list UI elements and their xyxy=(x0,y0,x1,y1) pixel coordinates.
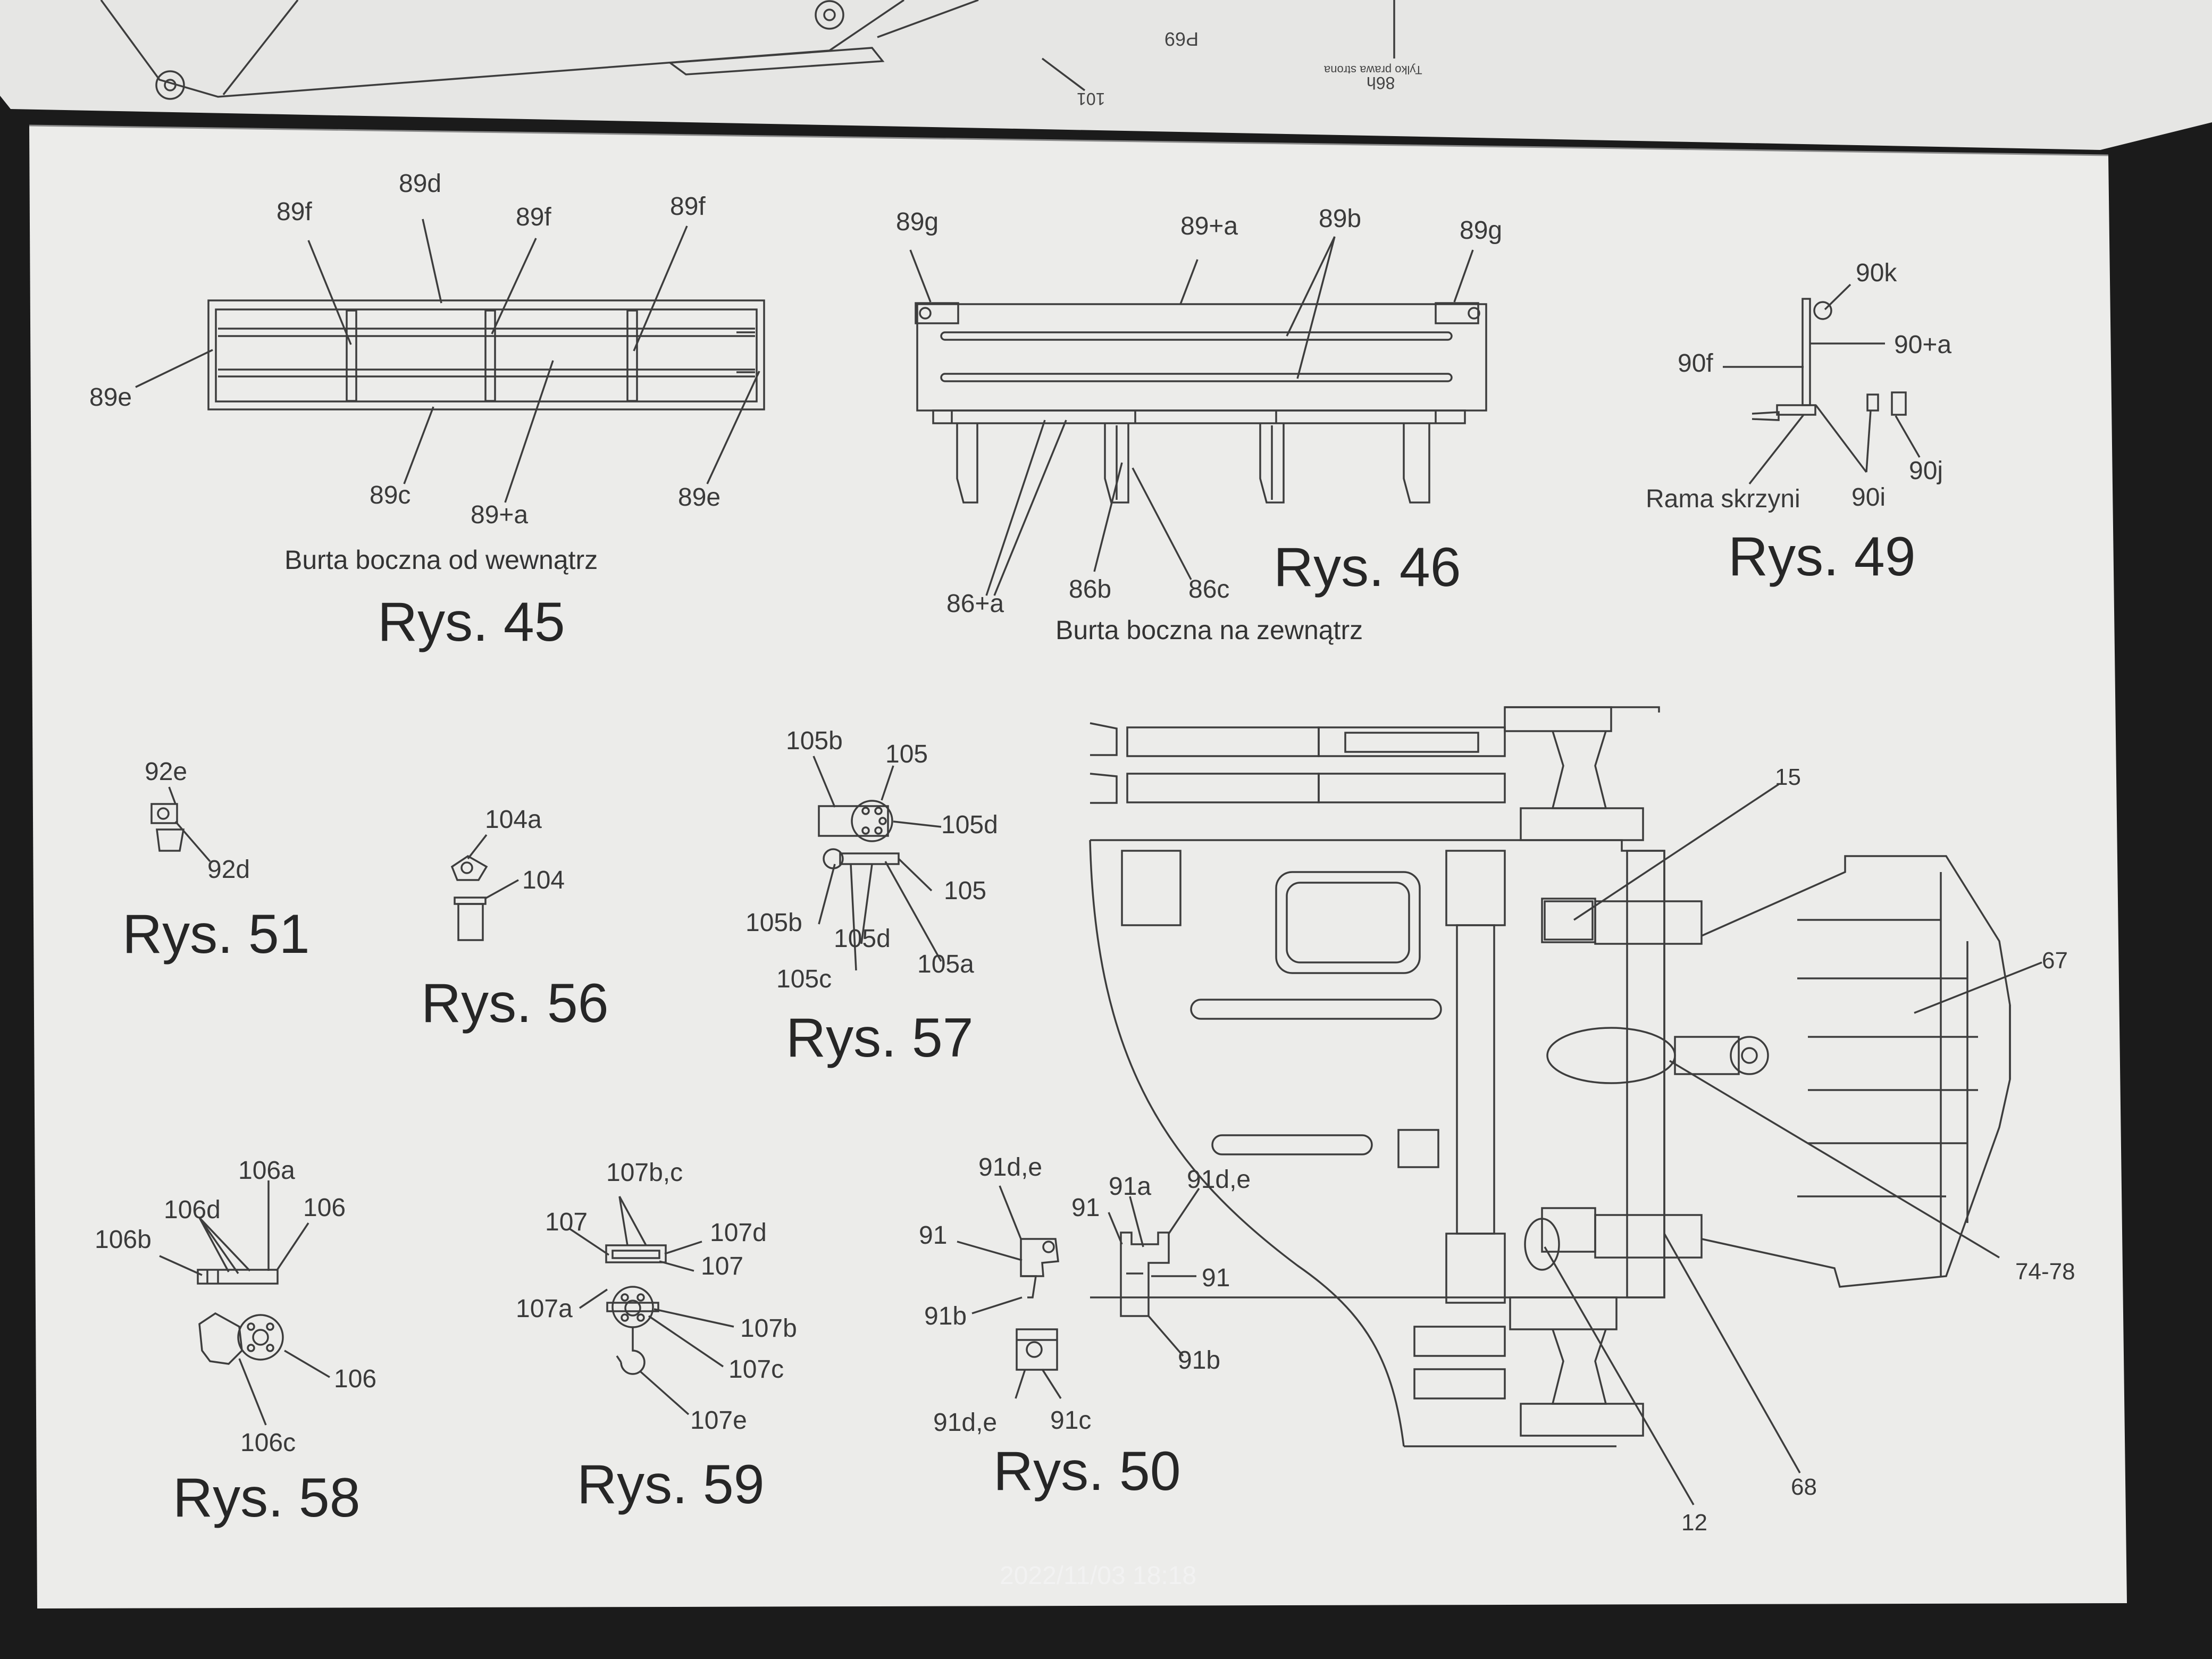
rys49-label-90j: 90j xyxy=(1909,457,1943,485)
rys50-label-91de-2: 91d,e xyxy=(1187,1166,1251,1194)
rys58-label-106c: 106c xyxy=(240,1429,296,1457)
chassis-label-68: 68 xyxy=(1791,1474,1817,1500)
rys46-label-89a: 89+a xyxy=(1180,212,1238,240)
rys51-drawing xyxy=(150,786,211,862)
rys50-label-91-1: 91 xyxy=(1071,1194,1100,1222)
rys45-label-89e-1: 89e xyxy=(89,383,132,412)
rys50-label-91de-3: 91d,e xyxy=(933,1409,998,1437)
rys58-label-106b: 106b xyxy=(95,1226,152,1254)
rys59-label-107a: 107a xyxy=(516,1295,573,1323)
rys59-label-107b: 107b xyxy=(740,1314,797,1343)
rys45-title: Rys. 45 xyxy=(378,591,565,653)
rys56-label-104a: 104a xyxy=(485,806,542,834)
rys45-label-89f-1: 89f xyxy=(276,198,312,226)
chassis-label-15: 15 xyxy=(1775,764,1801,790)
rys45-label-89d: 89d xyxy=(399,170,442,198)
rys45-caption: Burta boczna od wewnątrz xyxy=(284,545,598,575)
chassis-label-12: 12 xyxy=(1681,1510,1707,1536)
rys57-label-105b-2: 105b xyxy=(745,909,802,937)
rys49-label-90a: 90+a xyxy=(1894,331,1952,359)
rys50-label-91b-2: 91b xyxy=(1178,1346,1221,1375)
rys49-title: Rys. 49 xyxy=(1728,526,1916,588)
rys58-title: Rys. 58 xyxy=(173,1467,361,1529)
rys59-label-107c: 107c xyxy=(728,1355,784,1384)
rys49-label-90f: 90f xyxy=(1678,349,1713,378)
top-page-drawing xyxy=(100,0,1395,100)
main-page xyxy=(29,125,2127,1608)
rys50-label-91de-1: 91d,e xyxy=(978,1153,1043,1182)
rys59-label-107e: 107e xyxy=(690,1406,747,1435)
rys56-title: Rys. 56 xyxy=(421,973,609,1034)
rys46-drawing xyxy=(909,236,1487,596)
top-label-note: Tylko prawa strona xyxy=(1324,63,1422,77)
rys59-label-107-1: 107 xyxy=(545,1208,588,1236)
rys59-title: Rys. 59 xyxy=(577,1454,765,1515)
top-label-86h: 86h xyxy=(1367,73,1395,93)
rys59-label-107bc: 107b,c xyxy=(606,1159,683,1187)
rys51-title: Rys. 51 xyxy=(122,903,310,965)
rys50-label-91c: 91c xyxy=(1050,1406,1092,1435)
rys58-label-106a: 106a xyxy=(238,1157,295,1185)
rys57-label-105a: 105a xyxy=(917,950,974,978)
rys50-label-91a: 91a xyxy=(1109,1172,1152,1201)
rys50-title: Rys. 50 xyxy=(993,1440,1181,1502)
rys46-label-86c: 86c xyxy=(1188,575,1230,604)
rys46-title: Rys. 46 xyxy=(1273,537,1461,598)
rys46-label-86b: 86b xyxy=(1069,575,1112,604)
rys59-drawing xyxy=(568,1196,734,1415)
chassis-label-74-78: 74-78 xyxy=(2015,1259,2075,1285)
top-page xyxy=(0,0,2212,150)
top-label-p69: P69 xyxy=(1164,28,1199,50)
rys46-label-89g-2: 89g xyxy=(1460,216,1503,245)
photo-timestamp: 2022/11/03 18:18 xyxy=(1000,1562,1197,1590)
rys56-label-104: 104 xyxy=(522,866,565,894)
rys46-label-89b: 89b xyxy=(1319,205,1362,233)
rys57-title: Rys. 57 xyxy=(786,1007,974,1069)
rys58-drawing xyxy=(159,1180,330,1426)
rys51-label-92d: 92d xyxy=(207,856,250,884)
rys59-label-107-2: 107 xyxy=(701,1252,744,1280)
rys50-label-91b-1: 91b xyxy=(924,1302,967,1330)
rys59-label-107d: 107d xyxy=(710,1219,767,1247)
rys45-label-89a: 89+a xyxy=(471,501,529,529)
rys45-label-89c: 89c xyxy=(370,481,411,509)
rys45-label-89f-2: 89f xyxy=(516,203,551,231)
rys49-drawing xyxy=(1723,283,1921,485)
rys49-label-90k: 90k xyxy=(1856,259,1897,287)
rys49-label-90i: 90i xyxy=(1851,483,1886,512)
rys49-label-rama: Rama skrzyni xyxy=(1646,485,1800,513)
rys58-label-106-2: 106 xyxy=(334,1365,377,1393)
rys57-label-105d-1: 105d xyxy=(941,811,998,839)
rys57-label-105-1: 105 xyxy=(885,740,928,768)
chassis-label-67: 67 xyxy=(2042,948,2068,974)
rys46-caption: Burta boczna na zewnątrz xyxy=(1055,615,1363,645)
top-label-101: 101 xyxy=(1077,89,1105,108)
rys57-label-105b-1: 105b xyxy=(786,727,843,755)
rys57-drawing xyxy=(812,756,942,971)
rys50-label-91-3: 91 xyxy=(1202,1264,1230,1292)
rys50-drawing xyxy=(957,1185,1200,1399)
rys46-label-89g-1: 89g xyxy=(896,208,939,236)
rys50-label-91-2: 91 xyxy=(919,1221,948,1250)
rys45-label-89e-2: 89e xyxy=(678,483,721,512)
rys58-label-106d: 106d xyxy=(164,1196,221,1224)
rys56-drawing xyxy=(450,834,519,941)
chassis-drawing xyxy=(1089,706,2042,1505)
rys46-label-86a: 86+a xyxy=(946,590,1004,618)
rys45-drawing xyxy=(135,219,765,503)
rys51-label-92e: 92e xyxy=(145,758,188,786)
rys57-label-105d-2: 105d xyxy=(834,925,891,953)
rys45-label-89f-3: 89f xyxy=(670,192,706,221)
rys57-label-105-2: 105 xyxy=(944,877,987,905)
rys57-label-105c: 105c xyxy=(776,965,832,993)
rys58-label-106-1: 106 xyxy=(303,1194,346,1222)
